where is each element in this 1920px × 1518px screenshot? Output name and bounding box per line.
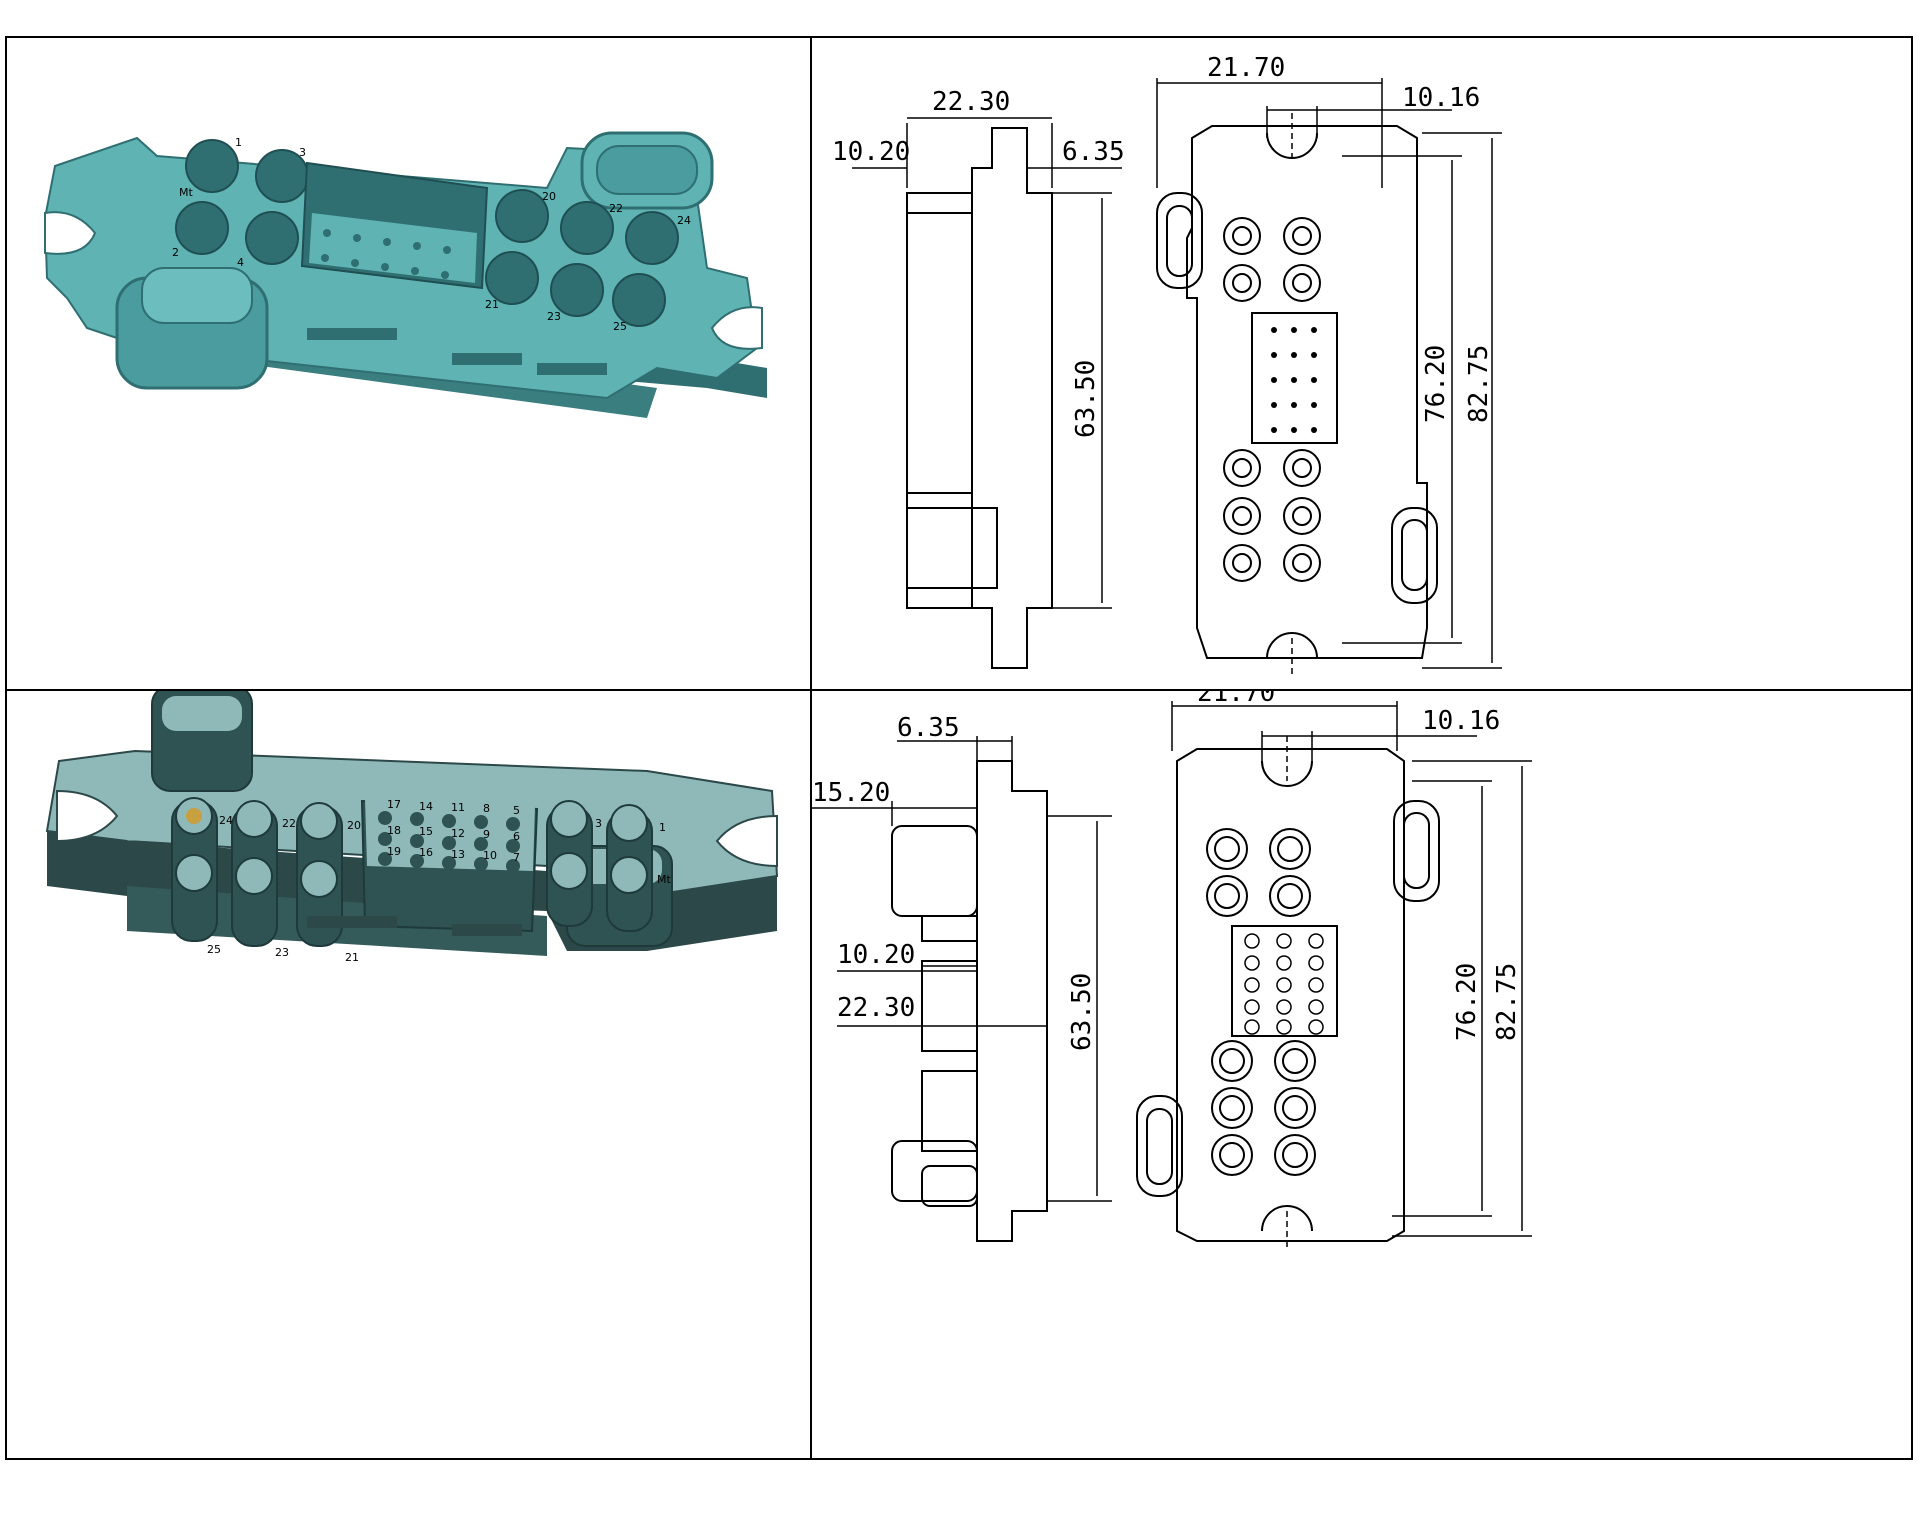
front-view-dimensions [1171,701,1532,1251]
svg-text:76.20: 76.20 [1421,345,1451,423]
svg-text:9: 9 [483,828,490,841]
svg-text:13: 13 [451,848,465,861]
dimension-drawing-bottom: 6.35 15.20 10.20 22.30 63.50 [812,691,1532,1251]
svg-text:82.75: 82.75 [1464,345,1494,423]
svg-text:25: 25 [207,943,221,956]
front-view-contacts [1223,217,1321,582]
svg-text:19: 19 [387,845,401,858]
pin-numbers-rear: 25 23 21 24 22 20 17 14 11 8 5 18 15 12 … [207,798,671,964]
horizontal-divider [7,689,1911,691]
svg-text:16: 16 [419,846,433,859]
svg-text:22.30: 22.30 [932,87,1010,117]
pin-numbers-front: 1 3 Mt 2 4 20 22 24 21 23 25 [172,136,691,333]
svg-text:10.20: 10.20 [837,940,915,970]
svg-text:10.20: 10.20 [832,137,910,167]
svg-text:10: 10 [483,849,497,862]
svg-text:20: 20 [347,819,361,832]
dimension-drawing-top: 22.30 10.20 6.35 63.50 [832,53,1502,678]
svg-text:63.50: 63.50 [1071,360,1101,438]
svg-text:10.16: 10.16 [1402,83,1480,113]
svg-text:3: 3 [299,146,306,159]
panel-3d-front: 1 3 Mt 2 4 20 22 24 21 23 25 [7,38,810,689]
svg-text:6.35: 6.35 [897,713,960,743]
svg-text:76.20: 76.20 [1452,963,1482,1041]
front-view-outline [1136,748,1440,1242]
svg-text:23: 23 [547,310,561,323]
svg-text:3: 3 [595,817,602,830]
panel-2d-drawings-bottom: 6.35 15.20 10.20 22.30 63.50 [812,691,1915,1462]
connector-3d-rear-model: 25 23 21 24 22 20 17 14 11 8 5 18 15 12 … [45,691,779,964]
svg-text:15.20: 15.20 [812,778,890,808]
svg-text:82.75: 82.75 [1492,963,1522,1041]
svg-text:12: 12 [451,827,465,840]
svg-text:1: 1 [235,136,242,149]
svg-text:22: 22 [282,817,296,830]
svg-text:18: 18 [387,824,401,837]
svg-text:21: 21 [345,951,359,964]
svg-text:1: 1 [659,821,666,834]
panel-2d-drawings-top: 22.30 10.20 6.35 63.50 [812,38,1915,689]
svg-text:21.70: 21.70 [1207,53,1285,83]
svg-text:23: 23 [275,946,289,959]
side-view-dimensions [812,736,1112,1202]
vertical-divider [810,38,812,1458]
svg-text:21: 21 [485,298,499,311]
svg-text:11: 11 [451,801,465,814]
panel-3d-rear: 25 23 21 24 22 20 17 14 11 8 5 18 15 12 … [7,691,810,1462]
svg-text:5: 5 [513,804,520,817]
side-view-outline [891,760,1048,1242]
side-view-outline [906,127,1053,669]
svg-text:6: 6 [513,830,520,843]
side-view-dimensions [852,117,1122,609]
front-view-contacts [1206,828,1316,1176]
svg-text:20: 20 [542,190,556,203]
svg-text:8: 8 [483,802,490,815]
svg-text:Mt: Mt [179,186,193,199]
drawing-sheet: 1 3 Mt 2 4 20 22 24 21 23 25 [5,36,1913,1460]
svg-text:24: 24 [219,814,233,827]
svg-text:24: 24 [677,214,691,227]
svg-text:15: 15 [419,825,433,838]
front-view-outline [1156,125,1438,659]
svg-text:4: 4 [237,256,244,269]
svg-text:22.30: 22.30 [837,993,915,1023]
svg-text:22: 22 [609,202,623,215]
front-view-dimensions [1156,78,1502,678]
svg-text:21.70: 21.70 [1197,691,1275,708]
svg-text:63.50: 63.50 [1067,973,1097,1051]
svg-text:2: 2 [172,246,179,259]
svg-text:25: 25 [613,320,627,333]
svg-text:Mt: Mt [657,873,671,886]
svg-text:14: 14 [419,800,433,813]
svg-text:7: 7 [513,851,520,864]
svg-text:6.35: 6.35 [1062,137,1125,167]
svg-text:10.16: 10.16 [1422,706,1500,736]
connector-3d-front-model: 1 3 Mt 2 4 20 22 24 21 23 25 [43,131,767,418]
contact-cavities [175,139,679,327]
svg-text:17: 17 [387,798,401,811]
